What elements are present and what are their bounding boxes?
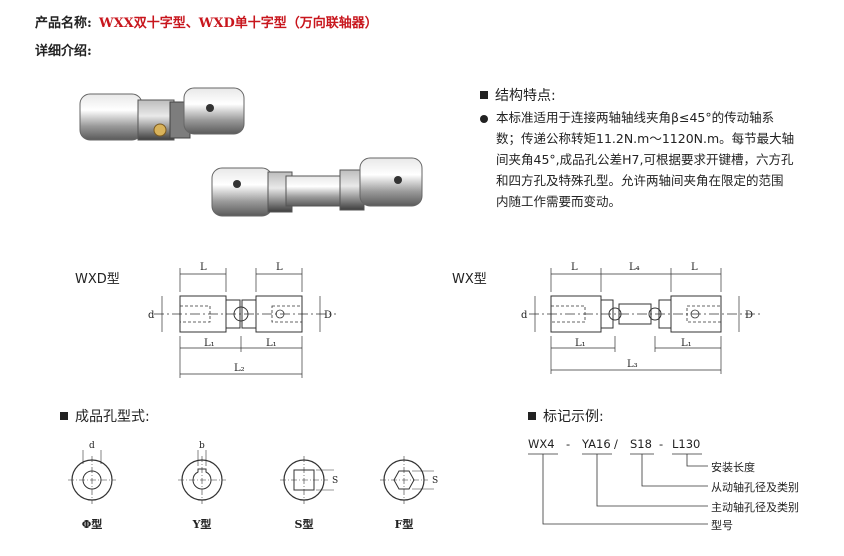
hole-hexagon-caption: F型 xyxy=(394,518,414,531)
hole-round-dim: d xyxy=(89,441,95,451)
hole-keyway-caption: Y型 xyxy=(192,518,212,531)
features-line: 本标准适用于连接两轴轴线夹角β≤45°的传动轴系 xyxy=(496,110,775,125)
single-joint-photo xyxy=(79,87,245,141)
hole-keyway-figure: b xyxy=(178,441,226,504)
square-bullet-icon xyxy=(480,91,488,99)
code-sep-2: / xyxy=(614,437,618,451)
hole-hexagon-figure: S xyxy=(380,456,438,504)
wxd-dim-l1-left: L₁ xyxy=(204,338,215,349)
code-sep-3: - xyxy=(659,437,664,451)
wxd-dim-d: d xyxy=(148,310,155,321)
wx-drawing: L L₄ L d D L₁ L₁ L₃ xyxy=(521,262,761,374)
features-line: 内随工作需要而变动。 xyxy=(496,194,622,209)
features-description: 本标准适用于连接两轴轴线夹角β≤45°的传动轴系 数；传递公称转矩11.2N.m… xyxy=(496,107,801,212)
code-driven: S18 xyxy=(630,437,652,451)
square-bullet-icon xyxy=(528,412,536,420)
wx-dim-l1-left: L₁ xyxy=(575,338,586,349)
legend-driven-bore: 从动轴孔径及类别 xyxy=(711,481,799,494)
code-model: WX4 xyxy=(528,437,555,451)
wx-title: WX型 xyxy=(452,272,487,287)
product-name-value: WXX双十字型、WXD单十字型（万向联轴器） xyxy=(99,16,378,31)
wx-dim-l1-right: L₁ xyxy=(681,338,692,349)
wxd-dim-l-left: L xyxy=(200,262,207,273)
legend-driving-bore: 主动轴孔径及类别 xyxy=(711,501,799,514)
marking-heading: 标记示例: xyxy=(528,406,604,426)
legend-model: 型号 xyxy=(711,519,733,532)
wx-dim-l-right: L xyxy=(691,262,698,273)
features-line: 数；传递公称转矩11.2N.m～1120N.m。每节最大轴 xyxy=(496,131,795,146)
hole-square-caption: S型 xyxy=(294,518,314,531)
detail-label: 详细介绍: xyxy=(35,44,92,59)
wx-dim-D: D xyxy=(745,310,753,321)
square-bullet-icon xyxy=(60,412,68,420)
hole-square-dim: S xyxy=(332,476,338,486)
hole-keyway-dim: b xyxy=(199,441,205,451)
wxd-dim-l2: L₂ xyxy=(234,363,245,374)
legend-install-length: 安装长度 xyxy=(711,461,755,474)
code-driving: YA16 xyxy=(582,437,611,451)
hole-round-figure: d xyxy=(68,441,116,504)
hole-types-drawing: d b S S xyxy=(68,441,438,504)
features-title: 结构特点: xyxy=(495,88,556,104)
hole-square-figure: S xyxy=(280,456,338,504)
hole-hexagon-dim: S xyxy=(432,476,438,486)
code-sep-1: - xyxy=(566,437,571,451)
wxd-dim-D: D xyxy=(324,310,332,321)
wxd-dim-l1-right: L₁ xyxy=(266,338,277,349)
round-bullet-icon xyxy=(480,115,488,123)
marking-title: 标记示例: xyxy=(543,409,604,425)
features-line: 间夹角45°,成品孔公差H7,可根据要求开键槽，六方孔 xyxy=(496,152,794,167)
wx-dim-d: d xyxy=(521,310,528,321)
holes-title: 成品孔型式: xyxy=(75,409,150,425)
holes-heading: 成品孔型式: xyxy=(60,406,150,426)
wxd-title: WXD型 xyxy=(75,272,120,287)
wxd-drawing: L L d D L₁ L₁ L₂ xyxy=(148,262,336,378)
wx-dim-l3: L₃ xyxy=(627,359,638,370)
code-length: L130 xyxy=(672,437,701,451)
double-joint-photo xyxy=(211,157,423,217)
wx-dim-l-left: L xyxy=(571,262,578,273)
product-photo xyxy=(79,87,423,217)
wxd-dim-l-right: L xyxy=(276,262,283,273)
wx-dim-l-mid: L₄ xyxy=(629,262,640,273)
marking-leader-lines xyxy=(528,453,708,525)
features-line: 和四方孔及特殊孔型。允许两轴间夹角在限定的范围 xyxy=(496,173,784,188)
features-heading: 结构特点: xyxy=(480,85,556,105)
product-name-label: 产品名称: xyxy=(35,16,92,31)
hole-round-caption: Φ型 xyxy=(81,518,103,531)
